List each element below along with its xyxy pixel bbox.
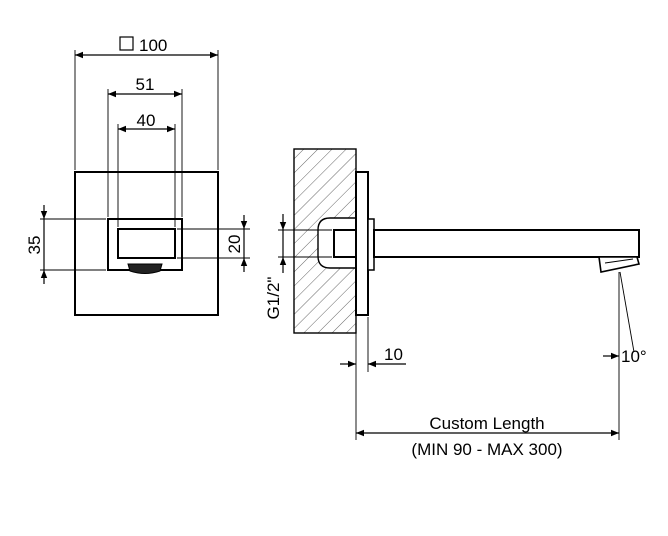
front-slot-outline	[107, 218, 183, 271]
side-view: G1/2" 10 10° Custom Length (MIN 90 - MAX…	[264, 148, 647, 459]
front-view: 100 51 40 35 20	[25, 36, 250, 316]
dim-outer-width: 100	[139, 36, 167, 55]
dim-slot-width: 51	[136, 75, 155, 94]
dim-angle: 10°	[621, 347, 647, 366]
side-wall-plate	[355, 171, 369, 316]
spout-outlet	[598, 256, 641, 273]
dim-opening-height: 20	[225, 235, 244, 254]
square-symbol-icon	[119, 36, 134, 51]
front-aerator	[127, 263, 163, 274]
dim-opening-width: 40	[137, 111, 156, 130]
angle-line	[619, 271, 635, 353]
front-opening-outline	[117, 228, 176, 259]
dim-plate-thickness: 10	[384, 345, 403, 364]
wall-cavity	[317, 217, 357, 269]
dim-custom-length-label: Custom Length	[429, 414, 544, 433]
front-plate-outline	[74, 171, 219, 316]
dim-thread: G1/2"	[264, 277, 283, 320]
dim-slot-height: 35	[25, 236, 44, 255]
dim-custom-length-range: (MIN 90 - MAX 300)	[411, 440, 562, 459]
spout-body	[373, 229, 640, 258]
